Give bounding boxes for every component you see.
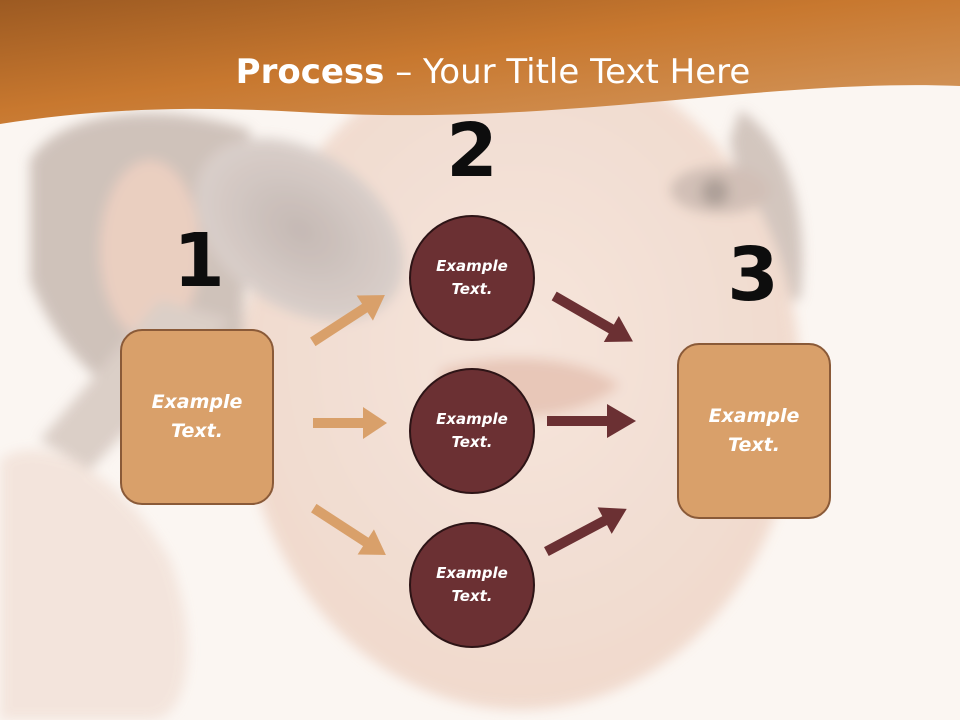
title-bold: Process [235, 52, 385, 92]
arrows-dark [544, 291, 636, 557]
step-3-box: Example Text. [677, 343, 831, 519]
step-3-text: Example Text. [708, 405, 800, 456]
step-2-circle-bottom: Example Text. [409, 522, 535, 648]
circle-bottom-text: Example Text. [436, 564, 508, 605]
arrow-to-circle-middle [313, 407, 387, 439]
step-2-number: 2 [446, 108, 498, 194]
slide-title: Process – Your Title Text Here [0, 52, 960, 92]
title-rest: Your Title Text Here [423, 52, 751, 92]
step-2-circle-top: Example Text. [409, 215, 535, 341]
step-1-box: Example Text. [120, 329, 274, 505]
arrow-bottom-to-box-3 [544, 507, 627, 557]
step-1-number: 1 [173, 218, 225, 304]
arrow-top-to-box-3 [551, 291, 633, 342]
step-2-circle-middle: Example Text. [409, 368, 535, 494]
circle-middle-text: Example Text. [436, 410, 508, 451]
arrow-to-circle-top [310, 295, 385, 347]
step-3-number: 3 [727, 232, 779, 318]
step-1-text: Example Text. [151, 391, 243, 442]
arrows-light [310, 295, 387, 555]
arrow-to-circle-bottom [311, 503, 386, 555]
title-separator: – [384, 52, 424, 92]
arrow-middle-to-box-3 [547, 404, 636, 438]
circle-top-text: Example Text. [436, 257, 508, 298]
